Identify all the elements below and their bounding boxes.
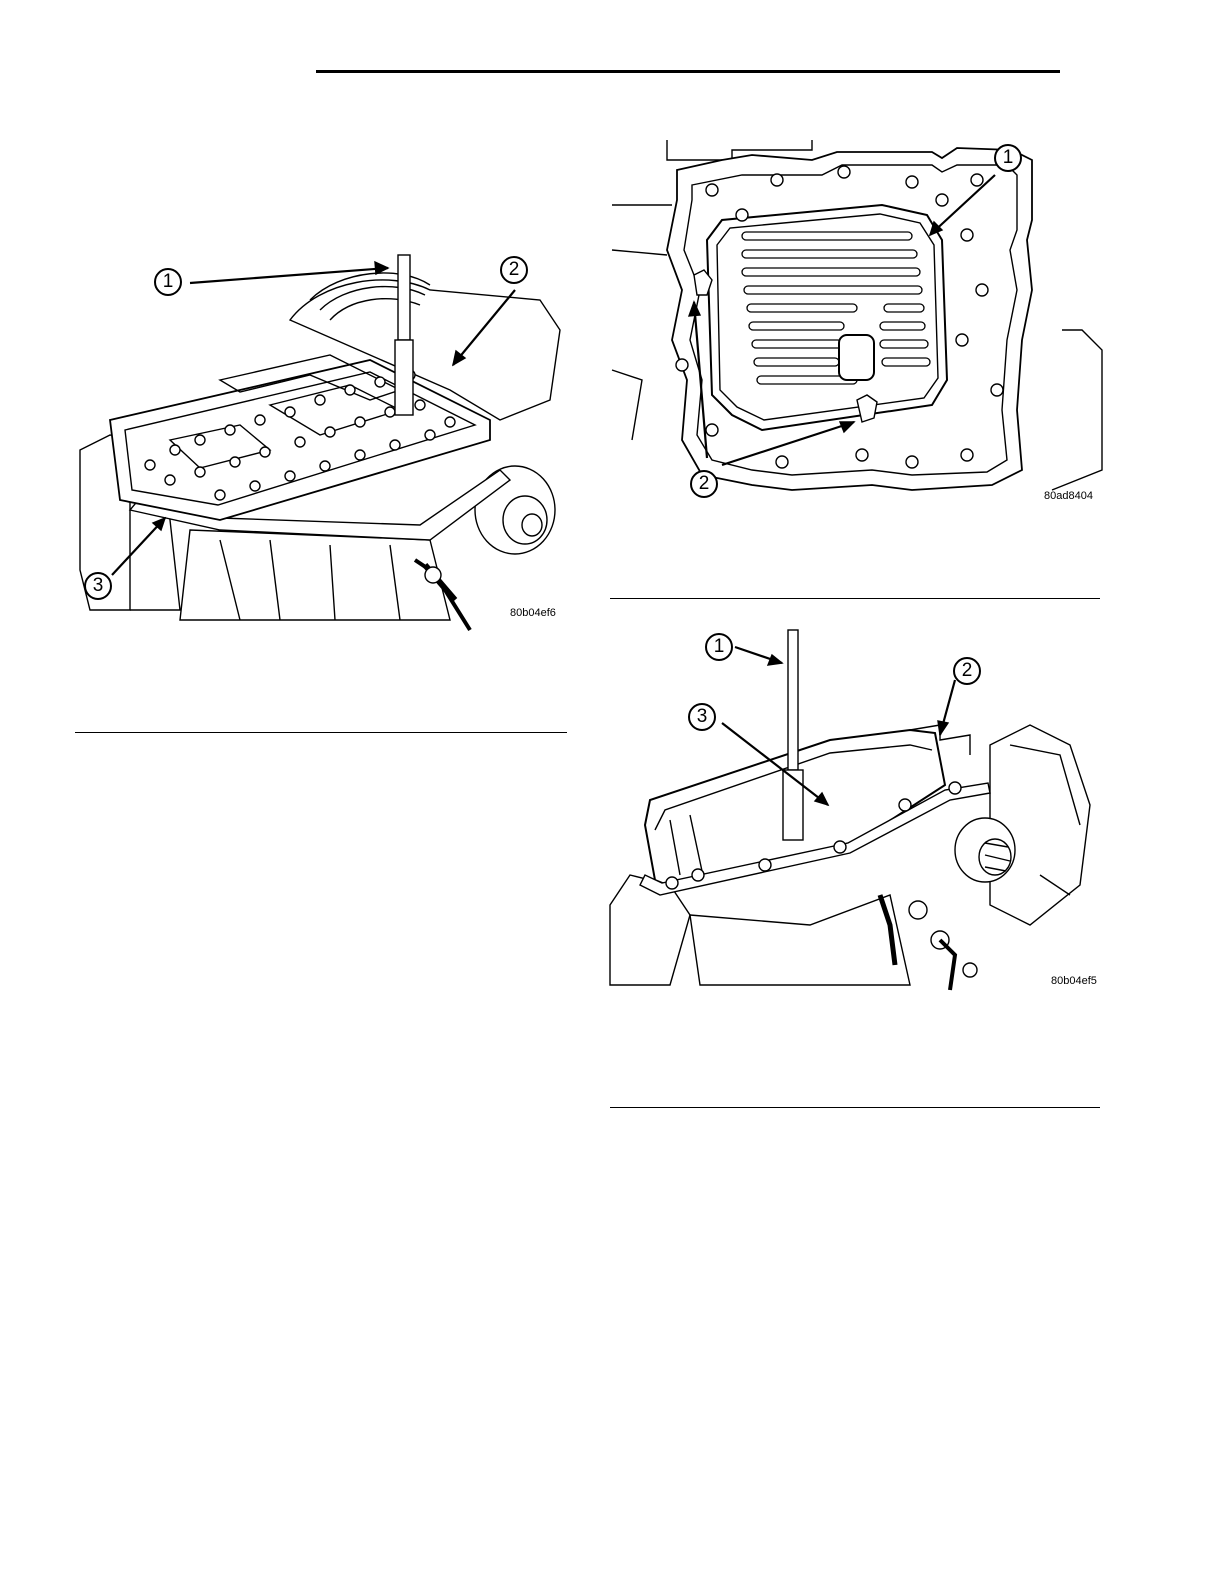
callout-1: 1 (705, 633, 733, 661)
callout-1: 1 (154, 268, 182, 296)
figure-oil-filter: 1 2 80ad8404 (612, 140, 1102, 510)
section-rule (610, 1107, 1100, 1108)
figure-oil-pan-removal: 1 2 3 80b04ef5 (610, 625, 1105, 995)
section-rule (75, 732, 567, 733)
callout-1: 1 (994, 144, 1022, 172)
callout-3: 3 (84, 572, 112, 600)
figure-valve-body-removal: 1 2 3 80b04ef6 (70, 240, 570, 630)
callout-2: 2 (690, 470, 718, 498)
valve-body-illustration (70, 240, 570, 630)
section-rule (610, 598, 1100, 599)
oil-filter-illustration (612, 140, 1102, 510)
figure-id: 80ad8404 (1044, 490, 1093, 502)
figure-id: 80b04ef5 (1051, 975, 1097, 987)
oil-pan-illustration (610, 625, 1105, 995)
figure-id: 80b04ef6 (510, 607, 556, 619)
callout-2: 2 (500, 256, 528, 284)
callout-3: 3 (688, 703, 716, 731)
callout-2: 2 (953, 657, 981, 685)
header-rule (316, 70, 1060, 73)
